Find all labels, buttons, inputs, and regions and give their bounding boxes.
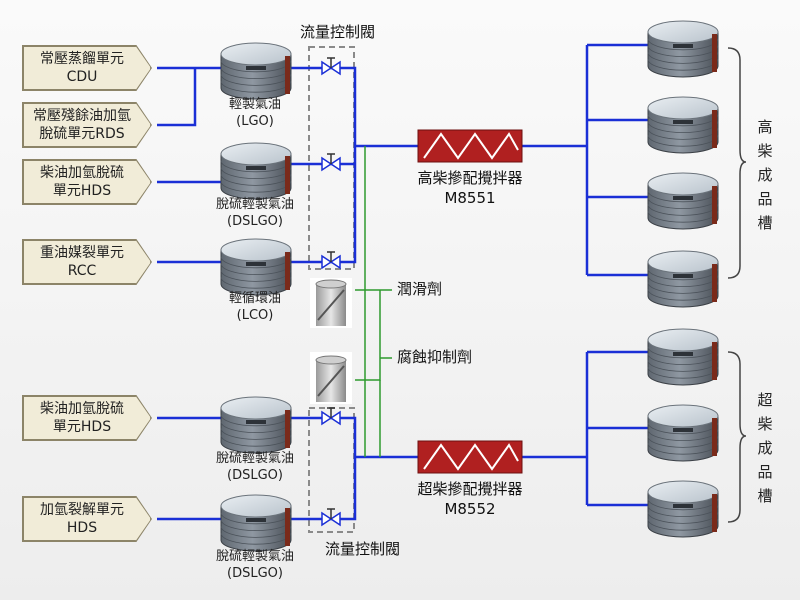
tank-label-lco: 輕循環油 (LCO) — [228, 291, 281, 323]
tank-label-lgo: 輕製氣油 (LGO) — [228, 97, 281, 129]
high-diesel-product-tanks-label: 高柴成品槽 — [757, 118, 773, 232]
ultra-diesel-tank-2-icon — [647, 404, 719, 462]
corrosion-inhibitor-label: 腐蝕抑制劑 — [397, 348, 473, 366]
lubricant-label: 潤滑劑 — [397, 280, 443, 298]
high-diesel-tank-2-icon — [647, 96, 719, 154]
ultra-group-bracket — [727, 351, 747, 523]
lubricant-drum-icon — [310, 278, 352, 328]
high-diesel-tank-3-icon — [647, 172, 719, 230]
corrosion-inhibitor-drum-icon — [310, 352, 352, 404]
mixer-m8551-code: M8551 — [444, 189, 496, 207]
source-hds-diesel-2: 柴油加氫脫硫 單元HDS — [23, 396, 151, 440]
mixer-m8551-name: 高柴摻配攪拌器 — [417, 169, 523, 187]
source-tank-lco-icon — [220, 238, 292, 296]
ultra-diesel-tank-3-icon — [647, 480, 719, 538]
ultra-diesel-tank-1-icon — [647, 328, 719, 386]
high-diesel-tank-1-icon — [647, 20, 719, 78]
additive-lines — [355, 146, 392, 457]
source-rcc: 重油媒裂單元 RCC — [23, 240, 151, 284]
tank-label-dslgo-2: 脫硫輕製氣油 (DSLGO) — [215, 451, 294, 483]
mixer-m8551-icon — [417, 129, 523, 163]
mixer-m8552-code: M8552 — [444, 500, 496, 518]
source-tank-dslgo-1-icon — [220, 142, 292, 200]
mixer-m8552-name: 超柴摻配攪拌器 — [417, 480, 523, 498]
source-tank-dslgo-3-icon — [220, 494, 292, 552]
high-diesel-tank-4-icon — [647, 250, 719, 308]
mixer-m8552-icon — [417, 440, 523, 474]
tank-label-dslgo-1: 脫硫輕製氣油 (DSLGO) — [215, 197, 294, 229]
source-tank-lgo-icon — [220, 42, 292, 100]
product-pipes — [157, 43, 650, 521]
source-cdu: 常壓蒸餾單元 CDU — [23, 46, 151, 90]
ultra-diesel-product-tanks-label: 超柴成品槽 — [757, 391, 773, 505]
tank-label-dslgo-3: 脫硫輕製氣油 (DSLGO) — [215, 549, 294, 581]
high-group-bracket — [727, 47, 747, 279]
flow-control-valve-label-top: 流量控制閥 — [300, 23, 376, 41]
valves — [321, 57, 341, 527]
flow-control-valve-label-bottom: 流量控制閥 — [325, 540, 401, 558]
source-rds: 常壓殘餘油加氫 脫硫單元RDS — [23, 103, 151, 147]
source-hydrocracking: 加氫裂解單元 HDS — [23, 497, 151, 541]
source-hds-diesel: 柴油加氫脫硫 單元HDS — [23, 160, 151, 204]
source-tank-dslgo-2-icon — [220, 396, 292, 454]
